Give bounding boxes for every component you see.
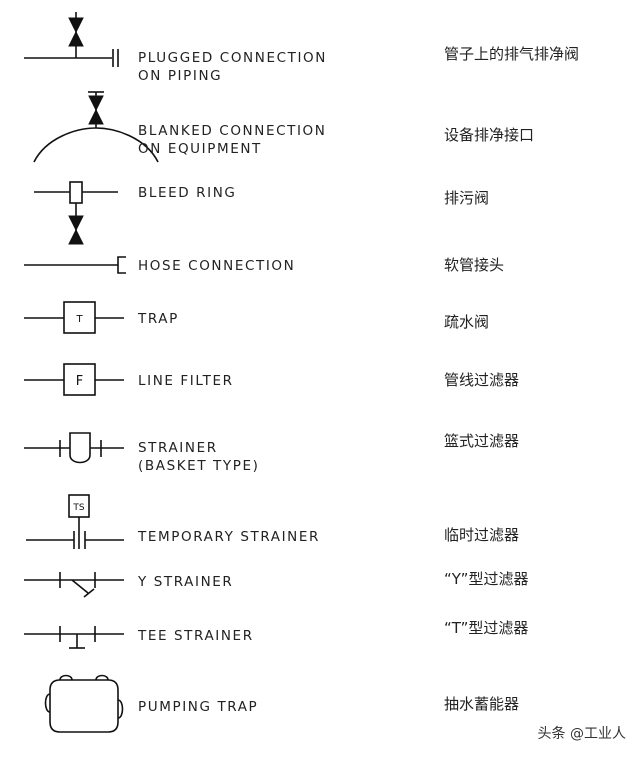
label-en-y-strainer: Y STRAINER <box>138 574 234 590</box>
label-zh-bleed-ring: 排污阀 <box>444 189 490 207</box>
trap-symbol: T <box>24 301 124 334</box>
plugged-connection-symbol <box>24 12 119 67</box>
label-zh-trap: 疏水阀 <box>444 313 490 331</box>
temporary-strainer-letters: TS <box>72 503 84 513</box>
label-zh-hose-connection: 软管接头 <box>444 256 505 274</box>
blanked-connection-symbol <box>33 91 159 163</box>
label-en-blanked-connection: BLANKED CONNECTION ON EQUIPMENT <box>138 123 327 157</box>
label-en-line-filter: LINE FILTER <box>138 373 234 389</box>
label-zh-y-strainer: “Y”型过滤器 <box>444 570 529 588</box>
label-en-trap: TRAP <box>138 311 179 327</box>
label-en-hose-connection: HOSE CONNECTION <box>138 258 296 274</box>
label-zh-pumping-trap: 抽水蓄能器 <box>444 695 520 713</box>
pumping-trap-symbol <box>44 674 124 733</box>
label-en-pumping-trap: PUMPING TRAP <box>138 699 259 715</box>
label-zh-basket-strainer: 篮式过滤器 <box>444 432 520 450</box>
bleed-ring-symbol <box>34 181 118 245</box>
label-en-plugged-connection: PLUGGED CONNECTION ON PIPING <box>138 50 327 84</box>
label-zh-temporary-strainer: 临时过滤器 <box>444 526 520 544</box>
label-zh-line-filter: 管线过滤器 <box>444 371 520 389</box>
filter-letter: F <box>76 374 83 389</box>
hose-connection-symbol <box>24 256 126 274</box>
label-zh-blanked-connection: 设备排净接口 <box>444 126 535 144</box>
temporary-strainer-symbol: TS <box>26 494 124 549</box>
trap-letter: T <box>75 314 83 325</box>
watermark: 头条 @工业人 <box>537 726 626 742</box>
label-en-tee-strainer: TEE STRAINER <box>138 628 254 644</box>
tee-strainer-symbol <box>24 626 124 649</box>
y-strainer-symbol <box>24 572 124 598</box>
label-en-temporary-strainer: TEMPORARY STRAINER <box>138 529 320 545</box>
line-filter-symbol: F <box>24 363 124 396</box>
basket-strainer-symbol <box>24 432 124 464</box>
label-zh-tee-strainer: “T”型过滤器 <box>444 619 529 637</box>
label-en-bleed-ring: BLEED RING <box>138 185 237 201</box>
label-en-basket-strainer: STRAINER (BASKET TYPE) <box>138 440 260 474</box>
label-zh-plugged-connection: 管子上的排气排净阀 <box>444 45 580 63</box>
